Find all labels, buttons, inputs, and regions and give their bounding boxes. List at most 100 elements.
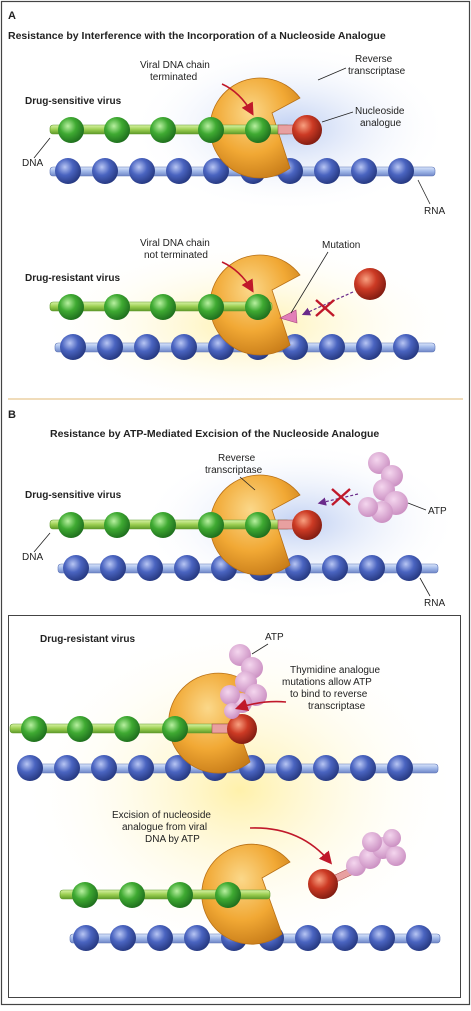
panel-a-letter: A [8,10,16,22]
rna-bead [55,158,81,184]
panel-b-letter: B [8,409,16,421]
rna-bead [97,334,123,360]
atp-nucleoside-complex [308,829,406,899]
dna-bead [104,512,130,538]
dna-bead [21,716,47,742]
nucleoside-analogue [308,869,338,899]
b-sensitive-heading: Drug-sensitive virus [25,490,122,501]
rna-bead [406,925,432,951]
b-tam-label-3: to bind to reverse [290,689,368,700]
leader-atp [251,643,269,655]
rna-bead [174,555,200,581]
dna-strand [49,115,322,145]
rna-bead [137,555,163,581]
leader-nuc [321,111,354,123]
dna-bead [245,512,271,538]
leader-dna [33,532,51,553]
dna-bead [150,294,176,320]
a-sensitive: Drug-sensitive virus [22,54,445,217]
b-rt-label-1: Reverse [218,453,256,464]
rna-bead [203,158,229,184]
dna-bead [198,294,224,320]
dna-bead [215,882,241,908]
rna-bead [388,158,414,184]
rna-strand [54,334,436,360]
nucleoside-analogue [354,268,386,300]
nucleoside-analogue [227,714,257,744]
b-excision-label-3: DNA by ATP [145,834,200,845]
dna-bead [198,512,224,538]
dna-bead [58,512,84,538]
a-nuc-label-2: analogue [360,118,402,129]
rna-bead [285,555,311,581]
dna-bead [150,512,176,538]
leader-atp [407,502,427,511]
leader-rna [417,179,431,205]
block-x-icon [331,488,351,506]
rna-bead [63,555,89,581]
rna-bead [319,334,345,360]
nucleoside-analogue [292,510,322,540]
dna-bead [114,716,140,742]
a-nuc-label-1: Nucleoside [355,106,405,117]
panel-b-title: Resistance by ATP-Mediated Excision of t… [50,428,379,440]
rna-bead [322,555,348,581]
a-rt-label-1: Reverse [355,54,393,65]
rna-bead [314,158,340,184]
rna-bead [332,925,358,951]
rna-bead [134,334,160,360]
dna-strand [9,714,257,744]
rna-bead [91,755,117,781]
dna-bead [150,117,176,143]
dna-bead [58,294,84,320]
panel-a: A Resistance by Interference with the In… [8,10,463,410]
rna-bead [276,755,302,781]
rna-bead [313,755,339,781]
blocked-approach-arrow [301,291,354,316]
dna-bead [104,117,130,143]
rna-bead [387,755,413,781]
blocked-approach-arrow [317,493,359,506]
a-chain-terminated-label-1: Viral DNA chain [140,60,210,71]
rna-bead [295,925,321,951]
rna-bead [128,755,154,781]
a-rna-label: RNA [424,206,445,217]
arrow-to-chain [221,83,254,116]
b-excision-label-1: Excision of nucleoside [112,810,211,821]
rna-bead [351,158,377,184]
dna-bead [72,882,98,908]
a-resistant: Drug-resistant virus [25,238,436,360]
rna-bead [350,755,376,781]
excision-arrow [249,827,333,865]
rna-bead [73,925,99,951]
a-chain-terminated-label-2: terminated [150,72,197,83]
rna-bead [60,334,86,360]
b-sensitive: Drug-sensitive virus [22,452,447,609]
b-resistant: Drug-resistant virus [9,632,441,951]
rna-bead [356,334,382,360]
atp-molecule [358,452,408,523]
rna-bead [92,158,118,184]
leader-mutation [290,251,329,314]
rna-bead [110,925,136,951]
rna-bead [393,334,419,360]
panel-b: B Resistance by ATP-Mediated Excision of… [8,409,461,998]
a-chain-not-terminated-label-1: Viral DNA chain [140,238,210,249]
rna-bead [129,158,155,184]
a-chain-not-terminated-label-2: not terminated [144,250,208,261]
dna-strand [49,510,322,540]
a-dna-label: DNA [22,158,43,169]
mutation-marker [279,309,298,324]
leader-rt [239,476,256,491]
rna-bead [17,755,43,781]
dna-strand [49,294,273,320]
a-resistant-heading: Drug-resistant virus [25,273,120,284]
rna-bead [396,555,422,581]
rna-bead [166,158,192,184]
nucleoside-analogue [292,115,322,145]
b-tam-label-4: transcriptase [308,701,366,712]
rna-bead [100,555,126,581]
dna-bead [198,117,224,143]
